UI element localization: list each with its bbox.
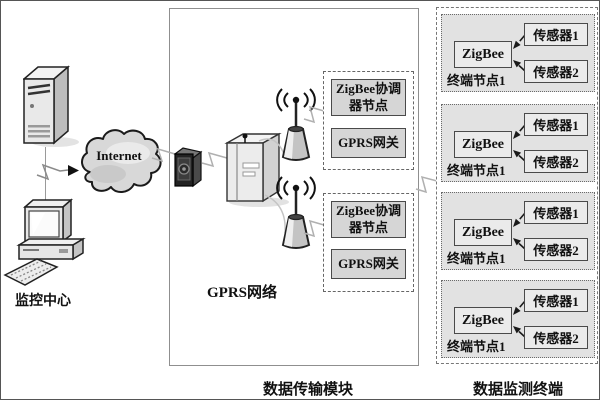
zigbee-box: ZigBee	[454, 41, 512, 68]
internet-cloud-icon	[81, 129, 162, 193]
sensor2-box: 传感器2	[524, 150, 588, 173]
terminal-node-label: 终端节点1	[447, 339, 506, 354]
zigbee-coordinator-box-2: ZigBee协调器节点	[331, 201, 406, 238]
sensor1-box: 传感器1	[524, 201, 588, 224]
sensor2-box: 传感器2	[524, 326, 588, 349]
coordinator-group-2: ZigBee协调器节点 GPRS网关	[323, 193, 414, 292]
server-tower-icon	[23, 65, 79, 147]
zigbee-box: ZigBee	[454, 307, 512, 334]
terminal-node-3: ZigBee 传感器1 传感器2 终端节点1	[441, 192, 595, 270]
zigbee-box: ZigBee	[454, 219, 512, 246]
zigzag-antenna1-to-coordinator1	[303, 105, 325, 124]
terminal-node-label: 终端节点1	[447, 73, 506, 88]
sensor1-box: 传感器1	[524, 113, 588, 136]
terminal-node-4: ZigBee 传感器1 传感器2 终端节点1	[441, 280, 595, 358]
zigzag-cloud-to-modem	[151, 147, 176, 163]
antenna-icon-1	[276, 88, 316, 161]
zigbee-coordinator-box-1: ZigBee协调器节点	[331, 79, 406, 116]
monitoring-center-label: 监控中心	[15, 294, 71, 309]
transmission-module-caption: 数据传输模块	[262, 382, 353, 398]
monitoring-terminal-caption: 数据监测终端	[472, 382, 563, 398]
gprs-network-label: GPRS网络	[206, 285, 277, 301]
zigzag-module-to-terminals	[415, 175, 438, 194]
sensor2-box: 传感器2	[524, 60, 588, 83]
terminal-node-label: 终端节点1	[447, 163, 506, 178]
coordinator-group-1: ZigBee协调器节点 GPRS网关	[323, 71, 414, 170]
internet-label: Internet	[96, 148, 142, 163]
zigzag-modem-to-cabinet	[201, 151, 228, 168]
sensor2-box: 传感器2	[524, 238, 588, 261]
zigzag-antenna2-to-coordinator2	[303, 219, 325, 238]
server-to-pc-line	[45, 147, 46, 205]
sensor1-box: 传感器1	[524, 23, 588, 46]
modem-icon	[173, 147, 203, 188]
zigbee-box: ZigBee	[454, 131, 512, 158]
base-station-cabinet-icon	[224, 132, 289, 207]
terminal-node-label: 终端节点1	[447, 251, 506, 266]
gprs-gateway-box-2: GPRS网关	[331, 249, 406, 279]
terminal-node-2: ZigBee 传感器1 传感器2 终端节点1	[441, 104, 595, 182]
desktop-computer-icon	[3, 198, 86, 286]
gprs-gateway-box-1: GPRS网关	[331, 128, 406, 158]
zigzag-arrow-to-internet	[36, 163, 79, 181]
sensor1-box: 传感器1	[524, 289, 588, 312]
antenna-icon-2	[276, 176, 316, 249]
terminal-node-1: ZigBee 传感器1 传感器2 终端节点1	[441, 14, 595, 92]
